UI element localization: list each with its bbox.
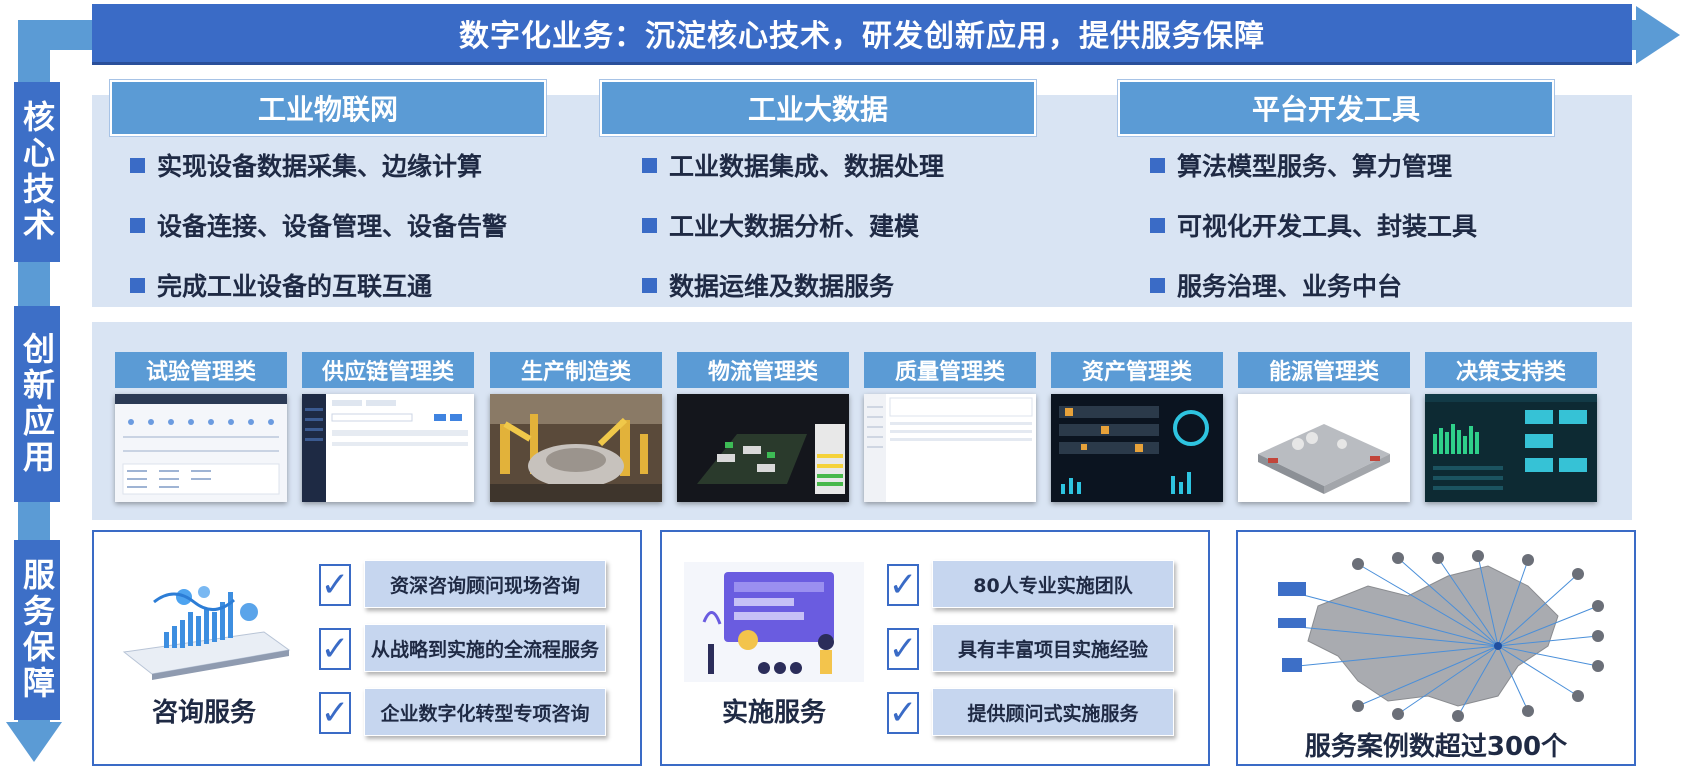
bullet-text: 实现设备数据采集、边缘计算 [157, 152, 483, 181]
innovation-card-decision[interactable]: 决策支持类 [1425, 352, 1597, 502]
flow-arrow-down-head [6, 722, 62, 762]
bullet-text: 算法模型服务、算力管理 [1177, 152, 1453, 181]
bullet-square-icon [642, 277, 657, 293]
side-label-service: 服务保障 [14, 540, 60, 720]
bullet-item: 工业数据集成、数据处理 [642, 147, 944, 183]
dashboard-screenshot-thumbnail [864, 394, 1036, 502]
checkbox-check-icon: ✓ [887, 692, 919, 734]
card-title: 质量管理类 [864, 352, 1036, 388]
logistics-3d-thumbnail [677, 394, 849, 502]
service-item: 80人专业实施团队 [932, 560, 1174, 608]
bullet-square-icon [130, 217, 145, 233]
china-map-client-logos [1258, 546, 1614, 724]
bullet-text: 可视化开发工具、封装工具 [1177, 212, 1478, 241]
dark-dashboard-thumbnail [1051, 394, 1223, 502]
checkbox-check-icon: ✓ [319, 628, 351, 670]
energy-plant-thumbnail [1238, 394, 1410, 502]
card-title: 供应链管理类 [302, 352, 474, 388]
side-label-innovation-text: 创新应用 [18, 332, 56, 476]
side-label-core: 核心技术 [14, 82, 60, 262]
page-title: 数字化业务：沉淀核心技术，研发创新应用，提供服务保障 [92, 4, 1632, 65]
bullet-text: 数据运维及数据服务 [669, 272, 895, 301]
core-column-title-iot: 工业物联网 [110, 80, 546, 136]
card-title: 决策支持类 [1425, 352, 1597, 388]
service-item: 从战略到实施的全流程服务 [364, 624, 606, 672]
bullet-item: 可视化开发工具、封装工具 [1150, 207, 1477, 243]
bullet-square-icon [1150, 217, 1165, 233]
innovation-card-asset[interactable]: 资产管理类 [1051, 352, 1223, 502]
implementation-service-title: 实施服务 [721, 698, 826, 728]
card-title: 生产制造类 [490, 352, 662, 388]
bullet-text: 工业数据集成、数据处理 [669, 152, 945, 181]
factory-photo-thumbnail [490, 394, 662, 502]
bullet-square-icon [1150, 277, 1165, 293]
consulting-service-box: 咨询服务 ✓ 资深咨询顾问现场咨询 ✓ 从战略到实施的全流程服务 ✓ 企业数字化… [92, 530, 642, 766]
bullet-square-icon [642, 157, 657, 173]
flow-arrow-right-head [1636, 6, 1680, 64]
bullet-item: 工业大数据分析、建模 [642, 207, 919, 243]
consulting-service-title: 咨询服务 [151, 698, 256, 728]
innovation-card-manufacturing[interactable]: 生产制造类 [490, 352, 662, 502]
analytics-tablet-illustration [114, 572, 294, 682]
dashboard-screenshot-thumbnail [115, 394, 287, 502]
service-item: 具有丰富项目实施经验 [932, 624, 1174, 672]
innovation-card-supply-chain[interactable]: 供应链管理类 [302, 352, 474, 502]
card-title: 资产管理类 [1051, 352, 1223, 388]
checkbox-check-icon: ✓ [887, 564, 919, 606]
bullet-text: 完成工业设备的互联互通 [157, 272, 433, 301]
bullet-item: 服务治理、业务中台 [1150, 267, 1402, 303]
bullet-item: 算法模型服务、算力管理 [1150, 147, 1452, 183]
bullet-square-icon [130, 277, 145, 293]
bullet-item: 实现设备数据采集、边缘计算 [130, 147, 482, 183]
innovation-card-test[interactable]: 试验管理类 [115, 352, 287, 502]
bullet-text: 工业大数据分析、建模 [669, 212, 920, 241]
bullet-square-icon [1150, 157, 1165, 173]
bullet-text: 设备连接、设备管理、设备告警 [157, 212, 508, 241]
innovation-card-quality[interactable]: 质量管理类 [864, 352, 1036, 502]
dark-dashboard-thumbnail [1425, 394, 1597, 502]
card-title: 能源管理类 [1238, 352, 1410, 388]
service-item: 资深咨询顾问现场咨询 [364, 560, 606, 608]
service-item: 企业数字化转型专项咨询 [364, 688, 606, 736]
bullet-item: 数据运维及数据服务 [642, 267, 894, 303]
dashboard-screenshot-thumbnail [302, 394, 474, 502]
card-title: 试验管理类 [115, 352, 287, 388]
core-column-title-platform: 平台开发工具 [1118, 80, 1554, 136]
side-label-innovation: 创新应用 [14, 306, 60, 502]
core-column-title-bigdata: 工业大数据 [600, 80, 1036, 136]
service-cases-title: 服务案例数超过300个 [1304, 732, 1568, 762]
innovation-card-energy[interactable]: 能源管理类 [1238, 352, 1410, 502]
innovation-card-logistics[interactable]: 物流管理类 [677, 352, 849, 502]
bullet-text: 服务治理、业务中台 [1177, 272, 1403, 301]
checkbox-check-icon: ✓ [319, 692, 351, 734]
bullet-item: 完成工业设备的互联互通 [130, 267, 432, 303]
bullet-square-icon [130, 157, 145, 173]
card-title: 物流管理类 [677, 352, 849, 388]
checkbox-check-icon: ✓ [887, 628, 919, 670]
service-cases-box: 服务案例数超过300个 [1236, 530, 1636, 766]
side-label-service-text: 服务保障 [18, 558, 56, 702]
bullet-square-icon [642, 217, 657, 233]
service-item: 提供顾问式实施服务 [932, 688, 1174, 736]
side-label-core-text: 核心技术 [18, 100, 56, 244]
checkbox-check-icon: ✓ [319, 564, 351, 606]
implementation-service-box: 实施服务 ✓ 80人专业实施团队 ✓ 具有丰富项目实施经验 ✓ 提供顾问式实施服… [660, 530, 1210, 766]
implementation-illustration [684, 562, 864, 682]
bullet-item: 设备连接、设备管理、设备告警 [130, 207, 507, 243]
